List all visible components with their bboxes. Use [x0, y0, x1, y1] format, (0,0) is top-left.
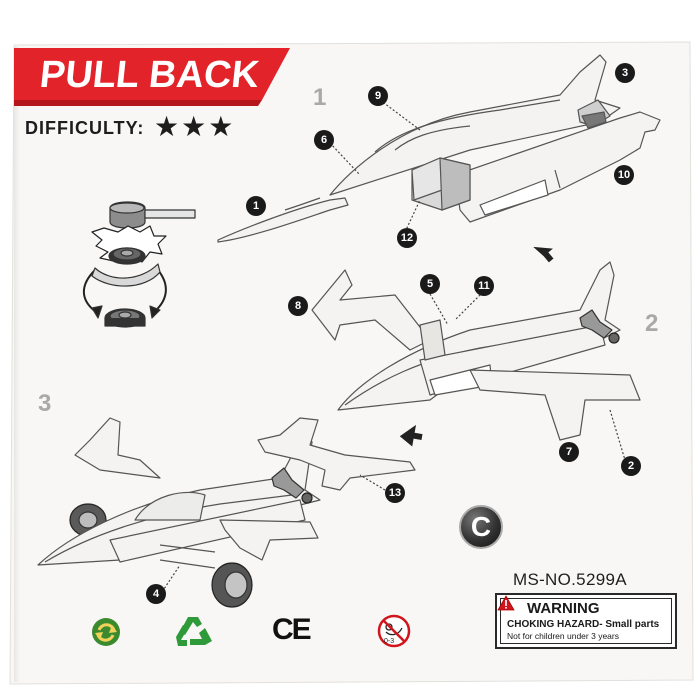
warning-hazard-text: CHOKING HAZARD- Small parts [507, 619, 660, 630]
green-dot-icon [92, 618, 120, 646]
callout-2: 2 [621, 456, 641, 476]
banner-title: PULL BACK [37, 54, 262, 96]
step-number-2: 2 [645, 310, 659, 337]
model-number: MS-NO.5299A [513, 570, 627, 589]
callout-7: 7 [559, 442, 579, 462]
callout-12: 12 [397, 228, 417, 248]
banner-shape [14, 48, 290, 100]
callout-5: 5 [420, 274, 440, 294]
recycle-icon [176, 617, 212, 646]
warning-age-text: Not for children under 3 years [507, 631, 619, 641]
callout-10: 10 [614, 165, 634, 185]
pull-back-motor-diagram [82, 201, 196, 328]
warning-title: WARNING [527, 600, 600, 617]
warning-triangle-icon [497, 595, 515, 611]
step-number-1: 1 [313, 84, 327, 111]
warning-label: WARNING CHOKING HAZARD- Small parts Not … [495, 593, 677, 649]
copyright-icon: C [459, 505, 503, 549]
step-3-illustration [37, 417, 416, 608]
callout-8: 8 [288, 296, 308, 316]
callout-11: 11 [474, 276, 494, 296]
no-children-under-3-icon: 0-3 [377, 614, 411, 648]
callout-13: 13 [385, 483, 405, 503]
step-1-illustration [217, 54, 661, 243]
difficulty-label: DIFFICULTY: [25, 118, 145, 138]
callout-1: 1 [246, 196, 266, 216]
difficulty-stars: ★★★ [154, 110, 236, 143]
step-number-3: 3 [38, 390, 52, 417]
step-2-illustration [311, 261, 641, 461]
svg-text:0-3: 0-3 [384, 638, 394, 645]
callout-9: 9 [368, 86, 388, 106]
callout-6: 6 [314, 130, 334, 150]
arrow-icon [533, 246, 554, 263]
ce-mark-icon: CE [272, 613, 312, 646]
callout-4: 4 [146, 584, 166, 604]
callout-3: 3 [615, 63, 635, 83]
arrow-icon-2 [399, 424, 423, 447]
